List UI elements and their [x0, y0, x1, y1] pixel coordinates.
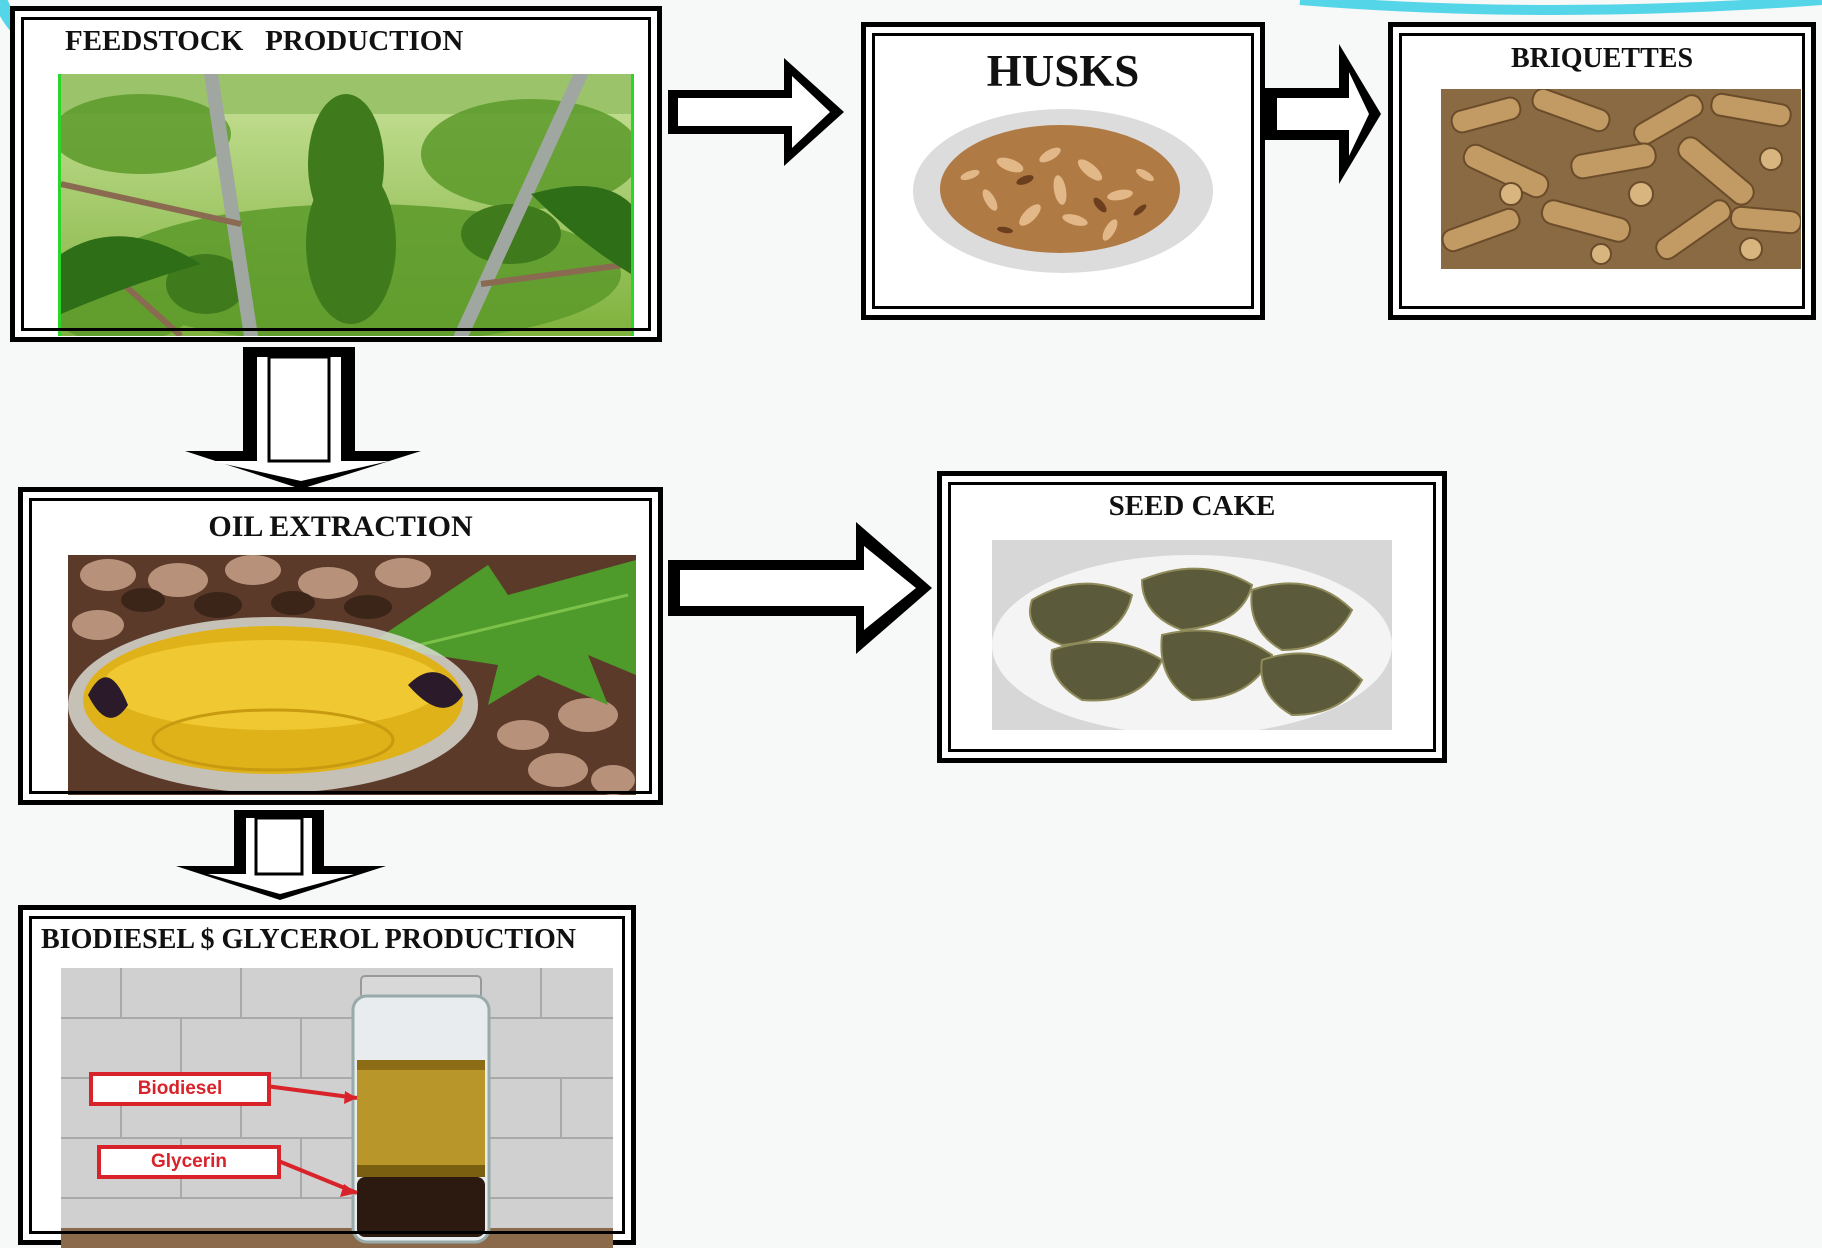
arrow-oil-to-seed-cake	[668, 522, 932, 654]
seed-cake-image	[992, 540, 1392, 730]
oil-extraction-title: OIL EXTRACTION	[208, 510, 473, 543]
arrow-feedstock-to-oil-extraction	[185, 347, 421, 489]
arrow-oil-to-biodiesel	[176, 810, 386, 900]
briquettes-box: BRIQUETTES	[1388, 22, 1816, 320]
castor-plant-image	[58, 74, 634, 336]
seed-cake-title: SEED CAKE	[1108, 490, 1276, 522]
briquettes-image	[1441, 89, 1801, 269]
feedstock-production-title: FEEDSTOCK PRODUCTION	[65, 25, 464, 57]
arrow-husks-to-briquettes	[1265, 44, 1381, 184]
biodiesel-label: Biodiesel	[89, 1072, 271, 1106]
biodiesel-glycerol-box: BIODIESEL $ GLYCEROL PRODUCTION	[18, 905, 636, 1248]
feedstock-production-box: FEEDSTOCK PRODUCTION	[10, 6, 662, 342]
oil-extraction-box: OIL EXTRACTION	[18, 487, 663, 805]
biodiesel-jar-image: Biodiesel Glycerin	[61, 968, 613, 1248]
seed-cake-box: SEED CAKE	[937, 471, 1447, 763]
husks-image	[910, 105, 1216, 277]
husks-title: HUSKS	[986, 46, 1140, 96]
glycerin-label: Glycerin	[97, 1145, 281, 1179]
castor-oil-image	[68, 555, 636, 795]
arrow-feedstock-to-husks	[668, 58, 844, 166]
briquettes-title: BRIQUETTES	[1510, 43, 1694, 74]
biodiesel-glycerol-title: BIODIESEL $ GLYCEROL PRODUCTION	[41, 924, 576, 955]
husks-box: HUSKS	[861, 22, 1265, 320]
